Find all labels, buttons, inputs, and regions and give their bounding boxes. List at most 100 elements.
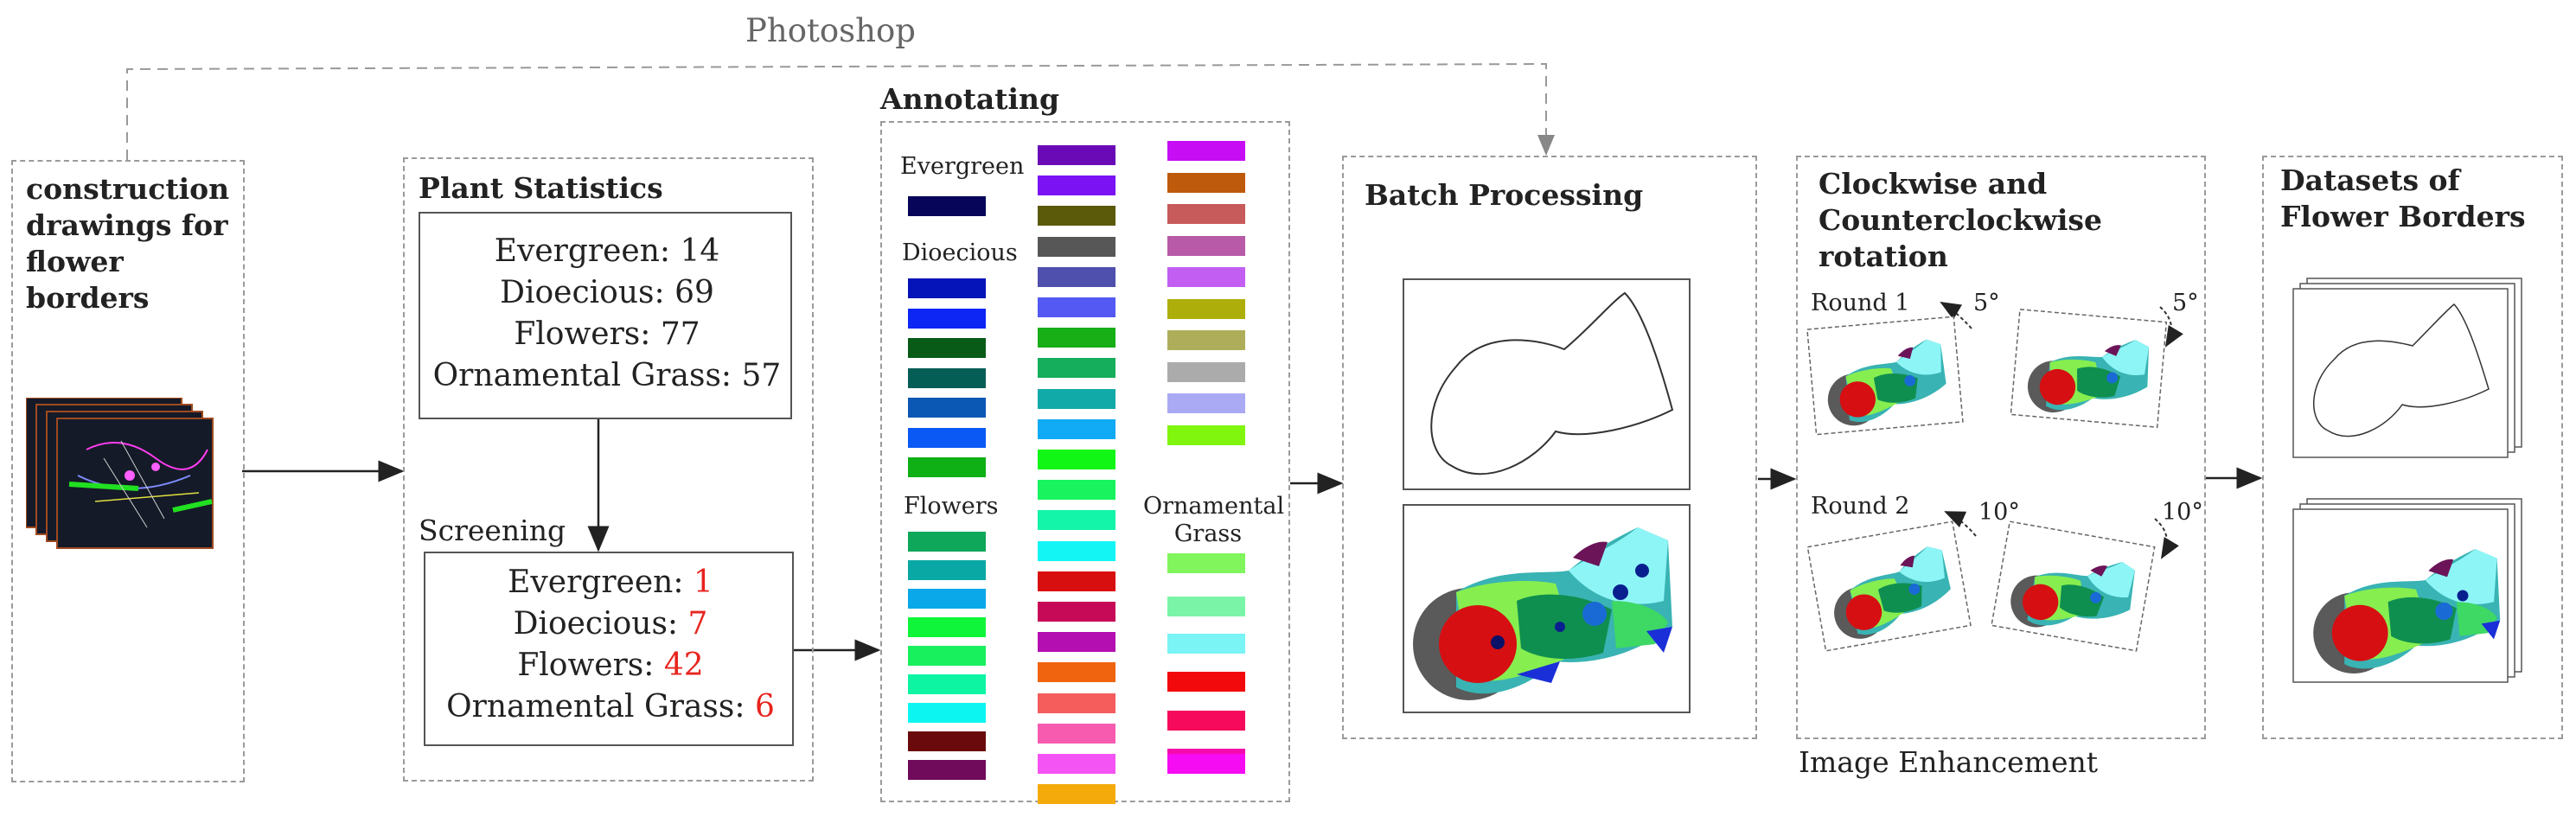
rotated-image-round1-right: [2010, 309, 2168, 429]
color-swatch: [908, 427, 986, 448]
color-swatch: [1038, 450, 1115, 469]
color-swatch: [1038, 328, 1115, 348]
color-swatch: [908, 367, 986, 388]
rotated-image-round2-right: [1991, 520, 2156, 652]
color-swatch: [1038, 176, 1115, 196]
rotation-title: Clockwise and Counterclockwise rotation: [1819, 167, 2103, 273]
screening-label: Flowers:: [517, 648, 655, 683]
group-ornamental-grass: Ornamental Grass: [1143, 493, 1285, 547]
color-swatch: [1167, 330, 1245, 350]
color-swatch: [1038, 388, 1115, 409]
round-2-cw-angle: 10°: [2162, 499, 2203, 526]
round-2-label: Round 2: [1811, 493, 1910, 520]
screening-value: 42: [663, 648, 704, 683]
rotate-cw-icon: [2154, 518, 2179, 559]
color-swatch: [1167, 424, 1245, 445]
color-swatch: [1038, 480, 1115, 501]
screening-box: Evergreen: 1 Dioecious: 7 Flowers: 42 Or…: [424, 552, 794, 746]
color-swatch: [1038, 145, 1115, 165]
round-2-ccw-angle: 10°: [1978, 499, 2020, 526]
color-swatch: [1038, 358, 1115, 379]
rotated-image-round1-left: [1806, 316, 1964, 436]
image-enhancement-label: Image Enhancement: [1799, 745, 2099, 779]
plant-stat-value: 69: [674, 275, 714, 310]
rotated-image-round2-left: [1806, 520, 1972, 652]
color-swatch: [908, 278, 986, 298]
batch-panel: [1342, 156, 1757, 739]
group-dioecious: Dioecious: [902, 239, 1018, 266]
rotation-panel: [1796, 156, 2206, 739]
round-1-label: Round 1: [1811, 290, 1910, 316]
color-swatch: [1167, 361, 1245, 382]
datasets-title: Datasets of Flower Borders: [2280, 163, 2526, 233]
color-swatch: [1167, 393, 1245, 413]
photoshop-label: Photoshop: [745, 12, 916, 49]
color-swatch: [1167, 711, 1245, 731]
group-evergreen: Evergreen: [900, 153, 1025, 180]
plant-stat-row: Evergreen: 14: [420, 231, 794, 272]
plant-stat-value: 57: [741, 358, 782, 393]
screening-row: Ornamental Grass: 6: [425, 686, 796, 728]
rotate-ccw-icon: [1944, 511, 1977, 537]
rotate-cw-icon: [2159, 306, 2183, 348]
color-swatch: [1167, 172, 1245, 193]
round-1-ccw-angle: 5°: [1973, 290, 2000, 316]
color-swatch: [1167, 672, 1245, 692]
plant-stat-row: Dioecious: 69: [420, 272, 794, 314]
dataset-colored-stack: [2292, 498, 2522, 683]
rotate-ccw-icon: [1940, 301, 1972, 329]
color-swatch: [1167, 298, 1245, 319]
plant-stat-row: Flowers: 77: [420, 314, 794, 355]
construction-panel: [11, 160, 245, 782]
color-swatch: [1038, 723, 1115, 744]
color-swatch: [1038, 571, 1115, 591]
plant-stat-label: Flowers:: [514, 316, 651, 352]
color-swatch: [1038, 693, 1115, 713]
batch-colored-image: [1403, 504, 1691, 713]
color-swatch: [1038, 784, 1115, 805]
color-swatch: [908, 560, 986, 580]
plant-stat-value: 77: [660, 316, 700, 352]
color-swatch: [908, 617, 986, 637]
datasets-panel: [2262, 156, 2563, 739]
color-swatch: [908, 398, 986, 418]
color-swatch: [1038, 602, 1115, 622]
screening-label: Dioecious:: [513, 606, 679, 641]
plant-stat-value: 14: [680, 233, 720, 269]
dataset-outline-stack: [2292, 278, 2522, 458]
color-swatch: [1038, 662, 1115, 683]
color-swatch: [1167, 141, 1245, 161]
screening-value: 7: [687, 606, 708, 641]
color-swatch: [908, 646, 986, 666]
outline-shape-icon: [1430, 291, 1674, 476]
color-swatch: [908, 532, 986, 552]
screening-value: 1: [693, 565, 713, 600]
color-swatch: [908, 760, 986, 780]
batch-title: Batch Processing: [1365, 178, 1644, 212]
color-swatch: [1038, 754, 1115, 774]
colored-shape-icon: [1413, 527, 1672, 700]
plant-stat-label: Ornamental Grass:: [432, 358, 732, 393]
screening-label: Ornamental Grass:: [446, 689, 745, 724]
screening-title: Screening: [419, 514, 566, 547]
screening-value: 6: [754, 689, 775, 724]
screening-row: Flowers: 42: [425, 645, 796, 686]
color-swatch: [1038, 266, 1115, 287]
cad-drawing-stack-icon: [26, 398, 214, 549]
color-swatch: [1038, 540, 1115, 561]
color-swatch: [1038, 510, 1115, 531]
color-swatch: [1167, 634, 1245, 654]
plant-statistics-box: Evergreen: 14 Dioecious: 69 Flowers: 77 …: [419, 212, 792, 419]
screening-row: Evergreen: 1: [425, 562, 796, 603]
photoshop-bypass-arrow: [126, 62, 1555, 160]
round-1-cw-angle: 5°: [2172, 290, 2199, 316]
color-swatch: [1038, 632, 1115, 653]
color-swatch: [1038, 206, 1115, 227]
color-swatch: [908, 731, 986, 751]
plant-stat-row: Ornamental Grass: 57: [420, 355, 794, 397]
color-swatch: [1038, 418, 1115, 439]
construction-title: construction drawings for flower borders: [26, 172, 230, 315]
color-swatch: [1038, 236, 1115, 257]
color-swatch: [908, 589, 986, 609]
